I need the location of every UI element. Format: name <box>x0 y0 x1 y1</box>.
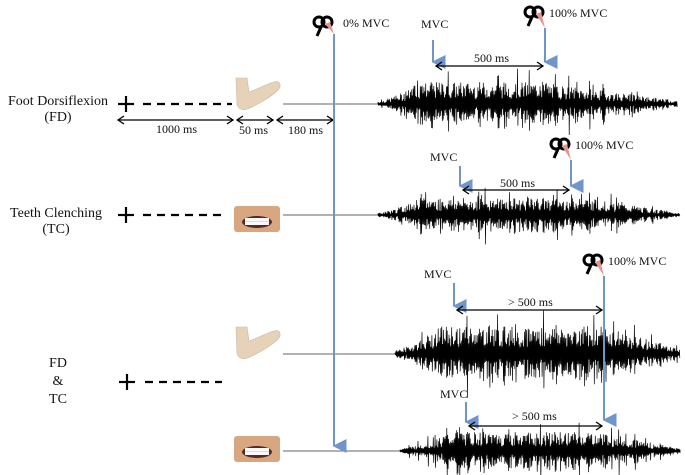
baselines <box>283 103 400 452</box>
cue-icon-fdtc <box>582 253 604 276</box>
cue-duration: 50 ms <box>239 123 269 137</box>
tc-label-line1: Teeth Clenching <box>10 206 102 221</box>
tc-label-line2: (TC) <box>42 222 70 237</box>
fdtc-fd-mvc-label: MVC <box>424 267 452 281</box>
teeth-icon-fdtc <box>234 436 280 462</box>
fdtc-fixation <box>119 374 222 390</box>
fd-label: Foot Dorsiflexion (FD) <box>0 94 116 126</box>
cue-icon-tc <box>549 137 571 160</box>
tc-mvc-label: MVC <box>430 150 458 164</box>
fd-fixation <box>118 96 232 112</box>
fdtc-label-line2: & <box>52 374 64 389</box>
fd-label-line2: (FD) <box>44 110 72 125</box>
fdtc-full-mvc-label: 100% MVC <box>608 254 667 268</box>
timing-arrows <box>116 115 335 125</box>
fd-full-mvc-label: 100% MVC <box>549 6 608 20</box>
cue-icon-fd <box>523 5 545 28</box>
tc-full-mvc-label: 100% MVC <box>575 138 634 152</box>
fdtc-label-line3: TC <box>49 392 67 407</box>
cue-icon-0 <box>312 15 334 37</box>
fdtc-tc-mvc-label: MVC <box>440 387 468 401</box>
tc-label: Teeth Clenching (TC) <box>0 206 112 238</box>
delay-duration: 180 ms <box>288 123 324 137</box>
emg-signals <box>377 68 681 475</box>
fd-mvc-label: MVC <box>421 17 449 31</box>
zero-mvc-label: 0% MVC <box>343 16 390 30</box>
fd-interval-label: 500 ms <box>474 51 510 65</box>
fdtc-label-line1: FD <box>49 356 67 371</box>
tc-interval-label: 500 ms <box>500 176 536 190</box>
teeth-icon <box>234 206 280 232</box>
fd-label-line1: Foot Dorsiflexion <box>8 94 108 109</box>
tc-fixation <box>118 207 222 223</box>
foot-icon-fdtc <box>235 326 281 359</box>
fdtc-tc-interval-label: > 500 ms <box>512 409 557 423</box>
fdtc-fd-interval-label: > 500 ms <box>508 295 553 309</box>
fixation-duration: 1000 ms <box>156 122 198 136</box>
fdtc-label: FD & TC <box>38 355 78 409</box>
foot-icon <box>235 77 281 110</box>
